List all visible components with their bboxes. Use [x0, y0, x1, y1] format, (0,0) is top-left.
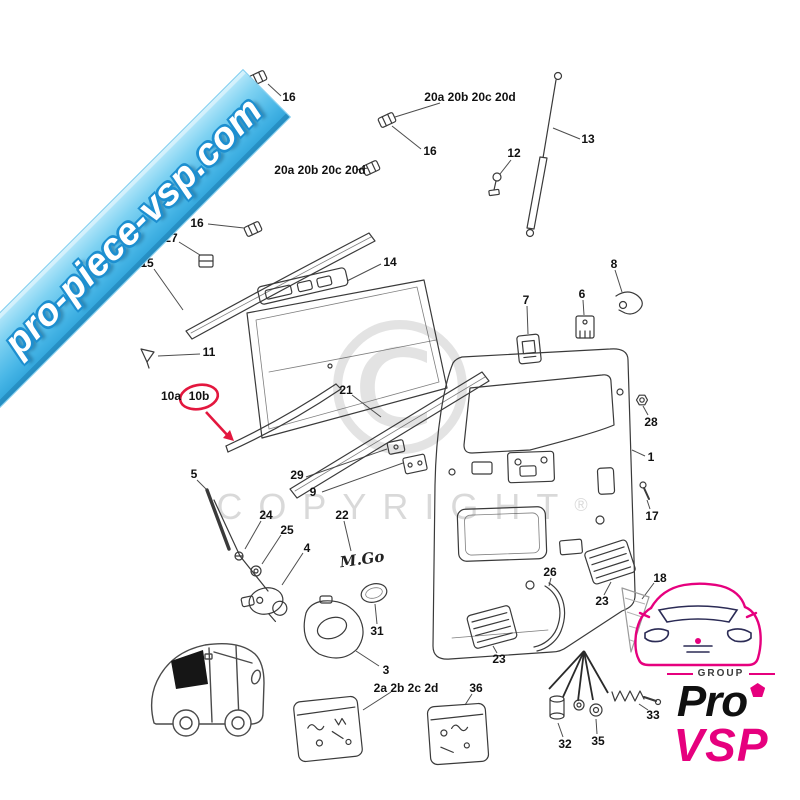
part-24-nut: [234, 551, 244, 561]
part-label-26: 26: [543, 565, 557, 579]
part-label-28: 28: [644, 415, 658, 429]
part-label-29: 29: [290, 468, 304, 482]
part-label-7: 7: [522, 293, 530, 307]
part-label-2a-2b-2c-2d: 2a 2b 2c 2d: [373, 681, 439, 695]
part-label-3: 3: [382, 663, 390, 677]
part-5-wiper-arm: [205, 488, 269, 592]
part-rear-glass: [246, 279, 448, 439]
part-14-brake-light: [257, 267, 349, 305]
part-label-31: 31: [370, 624, 384, 638]
part-label-18: 18: [653, 571, 667, 585]
part-label-35: 35: [591, 734, 605, 748]
part-label-16: 16: [282, 90, 296, 104]
part-label-21: 21: [339, 383, 353, 397]
part-label-24: 24: [259, 508, 273, 522]
part-6-clip: [575, 315, 595, 339]
part-label-20a-20b-20c-20d: 20a 20b 20c 20d: [274, 163, 366, 177]
logo-group-text: GROUP: [697, 668, 745, 679]
part-7-switch: [516, 333, 542, 365]
part-13-gas-strut: [525, 71, 563, 238]
part-31-badge: [360, 583, 388, 603]
part-label-5: 5: [190, 467, 198, 481]
logo-vsp-text: VSP: [673, 719, 769, 771]
part-label-33: 33: [646, 708, 660, 722]
part-label-9: 9: [309, 485, 317, 499]
copyright-text-watermark: COPYRIGHT®: [216, 486, 587, 528]
provsp-logo: GROUP Pro VSP: [645, 668, 797, 768]
part-label-20a-20b-20c-20d: 20a 20b 20c 20d: [424, 90, 516, 104]
part-label-14: 14: [383, 255, 397, 269]
part-26-bracket: [533, 582, 566, 652]
part-label-6: 6: [578, 287, 586, 301]
logo-gem-icon: [750, 683, 766, 697]
part-label-12: 12: [507, 146, 521, 160]
part-label-23: 23: [595, 594, 609, 608]
part-label-1: 1: [647, 450, 655, 464]
part-25-washer: [250, 565, 262, 577]
part-11-nozzle: [140, 348, 155, 369]
logo-pro-text: Pro: [676, 677, 748, 726]
part-label-4: 4: [303, 541, 311, 555]
part-23-vent-right: [584, 539, 636, 585]
part-1-inner-panel: [432, 348, 636, 660]
part-label-16: 16: [190, 216, 204, 230]
copyright-word: COPYRIGHT: [216, 486, 575, 527]
part-label-8: 8: [610, 257, 618, 271]
part-4-wiper-motor: [240, 587, 288, 623]
part-label-10a: 10a: [160, 389, 182, 403]
part-label-10b: 10b: [188, 389, 210, 403]
car-illustration: [150, 642, 265, 737]
part-label-22: 22: [335, 508, 349, 522]
part-21-lower-trim: [289, 371, 490, 499]
logo-right-line: [749, 672, 776, 675]
part-label-16: 16: [423, 144, 437, 158]
part-36-hardware-bag: [426, 702, 490, 766]
part-8-pull-handle: [615, 291, 643, 315]
part-23-vent-left: [466, 605, 518, 649]
logo-left-line: [666, 672, 693, 675]
part-15-trim-strip: [185, 232, 376, 340]
part-33-spring-screw: [611, 690, 662, 706]
part-3-handle: [303, 595, 364, 659]
part-label-17: 17: [645, 509, 659, 523]
part-label-25: 25: [280, 523, 294, 537]
part-12-ball-stud: [488, 172, 502, 197]
part-18-corner-glass: [621, 587, 650, 653]
part-29-clip: [386, 439, 406, 455]
part-2-hardware-bag: [293, 695, 363, 763]
part-32-spacer: [549, 695, 565, 720]
part-35-washer: [589, 703, 603, 717]
part-27-grommet: [198, 254, 214, 268]
pink-car-sketch: [634, 582, 762, 667]
logo-pro-row: Pro: [645, 680, 797, 724]
part-17-screw: [639, 481, 650, 500]
registered-mark: ®: [574, 495, 588, 515]
part-label-36: 36: [469, 681, 483, 695]
part-washer: [573, 699, 585, 711]
part-9-bracket: [402, 453, 428, 475]
red-highlight-annotation: [178, 383, 234, 441]
part-label-11: 11: [202, 345, 216, 359]
part-label-23: 23: [492, 652, 506, 666]
part-28-nut: [635, 394, 649, 406]
part-label-32: 32: [558, 737, 572, 751]
part-label-13: 13: [581, 132, 595, 146]
part-10-seal-strip: [225, 383, 342, 453]
fastener-fan-lines: [548, 650, 609, 702]
logo-group-row: GROUP: [645, 668, 797, 679]
